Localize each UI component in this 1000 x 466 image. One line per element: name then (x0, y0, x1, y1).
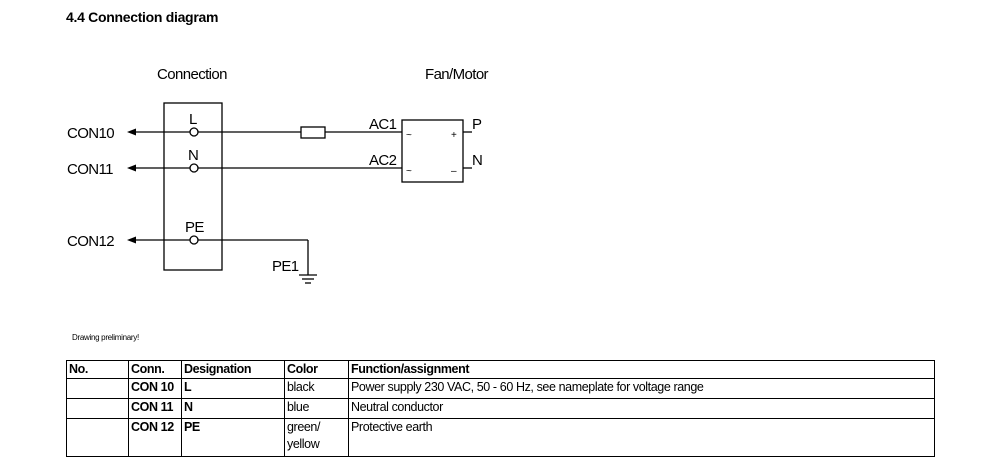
cell-function: Protective earth (348, 418, 935, 457)
header-conn: Conn. (128, 360, 182, 379)
cell-conn: CON 12 (128, 418, 182, 457)
table-row: CON 11 N blue Neutral conductor (66, 398, 935, 419)
terminal-block (163, 102, 223, 271)
header-color: Color (284, 360, 349, 379)
header-function: Function/assignment (348, 360, 935, 379)
terminal-n (189, 163, 199, 173)
ac2-label: AC2 (369, 152, 397, 169)
motor-box (401, 119, 464, 183)
cell-function: Neutral conductor (348, 398, 935, 419)
minus-sign: – (451, 166, 457, 177)
terminal-n-label: N (188, 147, 198, 164)
cell-color: black (284, 378, 349, 399)
cell-color: blue (284, 398, 349, 419)
cell-designation: PE (181, 418, 285, 457)
earth-label: PE1 (272, 258, 299, 275)
preliminary-note: Drawing preliminary! (72, 333, 139, 342)
cell-designation: L (181, 378, 285, 399)
connection-label: Connection (157, 66, 227, 83)
cell-no (66, 398, 129, 419)
section-heading: 4.4 Connection diagram (66, 9, 219, 25)
cell-no (66, 418, 129, 457)
connection-table: No. Conn. Designation Color Function/ass… (66, 360, 935, 457)
terminal-l-label: L (189, 111, 197, 128)
con11-label: CON11 (67, 161, 113, 178)
terminal-pe (189, 235, 199, 245)
ac1-label: AC1 (369, 116, 397, 133)
cell-function: Power supply 230 VAC, 50 - 60 Hz, see na… (348, 378, 935, 399)
output-n-label: N (472, 152, 482, 169)
arrow-con10-icon (127, 128, 136, 136)
con12-label: CON12 (67, 233, 114, 250)
header-designation: Designation (181, 360, 285, 379)
cell-conn: CON 10 (128, 378, 182, 399)
arrow-con11-icon (127, 164, 136, 172)
table-header-row: No. Conn. Designation Color Function/ass… (66, 360, 935, 379)
terminal-pe-label: PE (185, 219, 204, 236)
ac-sign-2: ~ (406, 166, 412, 177)
table-row: CON 12 PE green/ yellow Protective earth (66, 418, 935, 457)
cell-no (66, 378, 129, 399)
con10-label: CON10 (67, 125, 114, 142)
connection-diagram: Connection Fan/Motor CON10 CON11 CON12 L… (67, 66, 489, 284)
fuse (300, 126, 326, 139)
plus-sign: + (451, 130, 457, 141)
arrow-con12-icon (127, 236, 136, 244)
header-no: No. (66, 360, 129, 379)
ac-sign-1: ~ (406, 130, 412, 141)
cell-color: green/ yellow (284, 418, 349, 457)
cell-designation: N (181, 398, 285, 419)
motor-label: Fan/Motor (425, 66, 489, 83)
terminal-l (189, 127, 199, 137)
cell-conn: CON 11 (128, 398, 182, 419)
output-p-label: P (472, 116, 482, 133)
table-row: CON 10 L black Power supply 230 VAC, 50 … (66, 378, 935, 399)
